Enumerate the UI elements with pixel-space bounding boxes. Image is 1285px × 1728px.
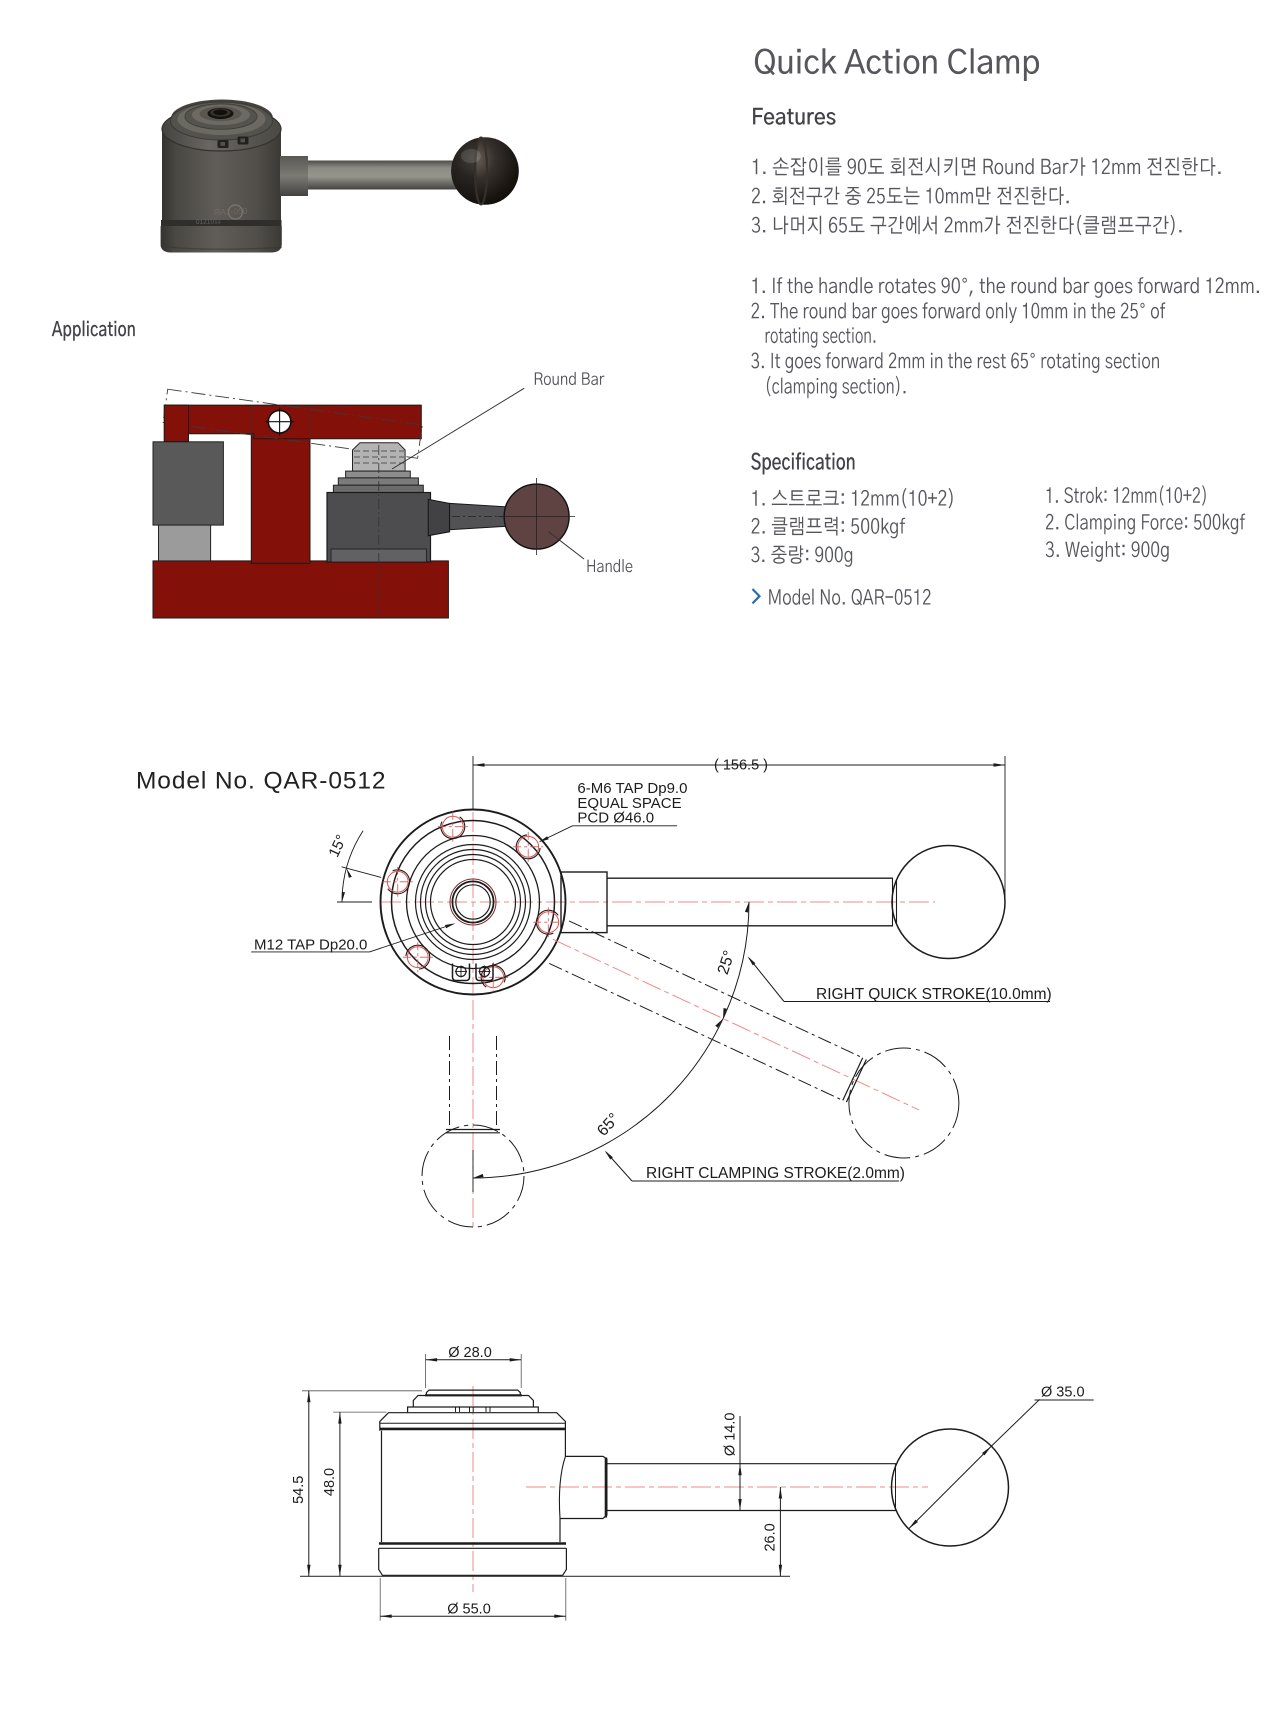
svg-text:ЯА1-050: ЯА1-050: [214, 206, 248, 217]
svg-text:65°: 65°: [594, 1110, 623, 1139]
svg-text:Ø 28.0: Ø 28.0: [448, 1345, 492, 1361]
svg-text:54.5: 54.5: [291, 1476, 307, 1504]
svg-text:Model No. QAR-0512: Model No. QAR-0512: [136, 767, 386, 794]
svg-text:0121011: 0121011: [196, 218, 221, 226]
svg-text:Ø 14.0: Ø 14.0: [723, 1413, 739, 1457]
svg-text:48.0: 48.0: [322, 1468, 338, 1496]
svg-text:EQUAL SPACE: EQUAL SPACE: [577, 795, 681, 812]
svg-text:26.0: 26.0: [763, 1523, 779, 1551]
svg-text:PCD Ø46.0: PCD Ø46.0: [577, 810, 654, 827]
svg-text:25°: 25°: [715, 948, 739, 976]
svg-text:RIGHT CLAMPING STROKE(2.0mm): RIGHT CLAMPING STROKE(2.0mm): [646, 1165, 905, 1182]
svg-text:Ø 55.0: Ø 55.0: [447, 1602, 491, 1618]
svg-text:M12 TAP Dp20.0: M12 TAP Dp20.0: [254, 936, 367, 953]
svg-text:15°: 15°: [325, 832, 350, 860]
svg-text:( 156.5 ): ( 156.5 ): [714, 758, 768, 774]
svg-text:RIGHT QUICK STROKE(10.0mm): RIGHT QUICK STROKE(10.0mm): [816, 986, 1052, 1003]
svg-text:6-M6 TAP Dp9.0: 6-M6 TAP Dp9.0: [577, 780, 687, 797]
svg-text:Ø 35.0: Ø 35.0: [1041, 1385, 1085, 1401]
